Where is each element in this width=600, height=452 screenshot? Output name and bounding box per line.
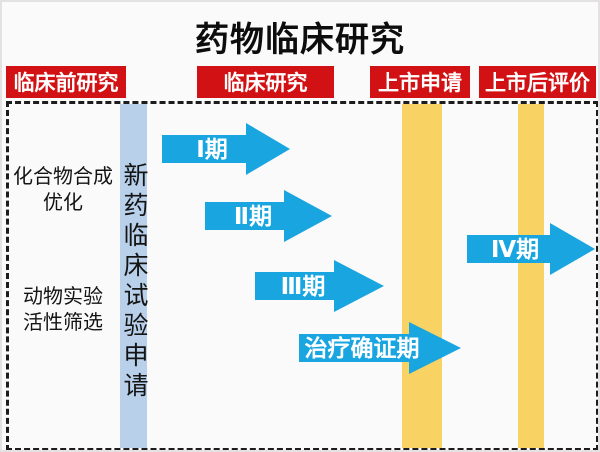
preclinical-compound-label: 化合物合成 优化 (13, 166, 113, 214)
arrow-body (467, 235, 550, 263)
marketing-application-bar (402, 104, 442, 448)
arrow-head-icon (334, 260, 384, 312)
treatment-confirmation-label: 治疗确证期 (304, 335, 420, 361)
stage-header-post-marketing: 上市后评价 (479, 66, 596, 98)
stage-header-label: 上市申请 (378, 72, 462, 95)
arrow-head-icon (246, 123, 290, 175)
arrow-head-icon (409, 322, 461, 374)
phase-3-label: Ⅲ期 (280, 273, 326, 299)
ind-application-bar-label: 新药临床试验申请 (120, 162, 148, 402)
post-marketing-bar (518, 104, 544, 448)
arrow-head-icon (550, 223, 595, 275)
diagram-title: 药物临床研究 (195, 21, 405, 59)
phase-4-label: Ⅳ期 (490, 236, 540, 262)
stage-header-marketing-application: 上市申请 (370, 66, 470, 98)
arrow-body (299, 334, 409, 362)
phase-2-label: Ⅱ期 (233, 203, 273, 229)
stage-header-label: 上市后评价 (485, 72, 590, 95)
timeline-dashed-border (6, 101, 598, 450)
stage-header-clinical: 临床研究 (197, 66, 334, 98)
arrow-body (205, 202, 284, 230)
ind-application-bar (120, 104, 147, 448)
phase-1-label: Ⅰ期 (196, 136, 228, 162)
stage-header-label: 临床研究 (223, 72, 308, 95)
arrow-head-icon (284, 190, 332, 242)
stage-header-label: 临床前研究 (13, 72, 119, 95)
arrow-body (162, 135, 246, 163)
arrow-body (255, 272, 334, 300)
stage-header-preclinical: 临床前研究 (6, 66, 126, 98)
preclinical-animal-label: 动物实验 活性筛选 (23, 286, 103, 334)
